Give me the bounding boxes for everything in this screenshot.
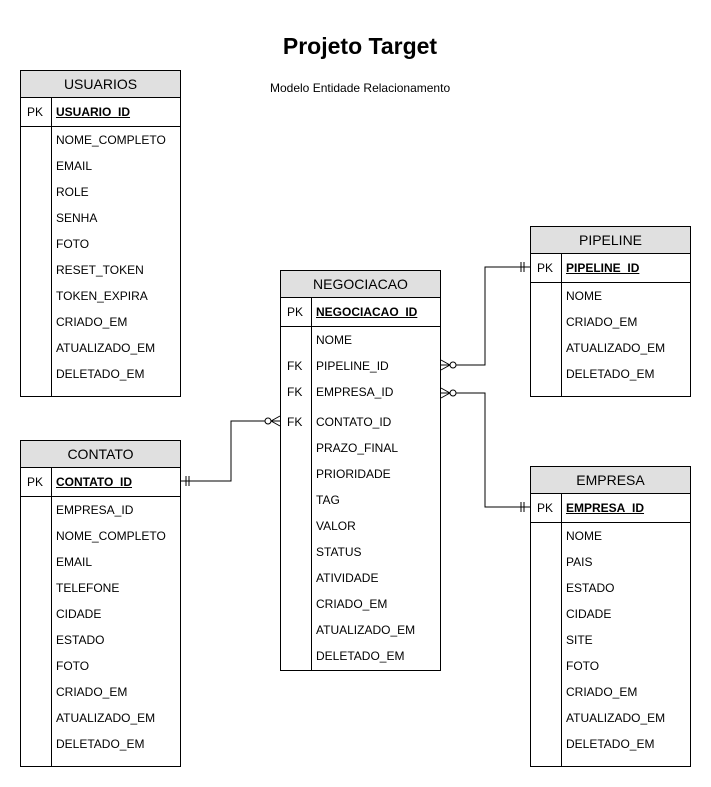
entity-field: CRIADO_EM	[316, 597, 388, 611]
entity-field: TAG	[316, 493, 340, 507]
entity-field: ATUALIZADO_EM	[56, 341, 156, 355]
relationship-negociacao-pipeline	[440, 262, 530, 371]
pk-field: NEGOCIACAO_ID	[316, 305, 418, 319]
entity-field: ESTADO	[566, 581, 615, 595]
entity-field: NOME	[316, 333, 352, 347]
entity-field: CONTATO_ID	[316, 415, 392, 429]
entity-field: CRIADO_EM	[56, 315, 128, 329]
entity-empresa[interactable]: EMPRESA PK EMPRESA_ID NOME PAIS ESTADO C…	[530, 466, 691, 767]
entity-field: FOTO	[56, 237, 90, 251]
entity-field: PAIS	[566, 555, 593, 569]
entity-negociacao[interactable]: NEGOCIACAO PK NEGOCIACAO_ID NOME FK PIPE…	[280, 270, 441, 671]
entity-field: CIDADE	[566, 607, 612, 621]
entity-field: CIDADE	[56, 607, 102, 621]
entity-header: EMPRESA	[531, 467, 690, 494]
key-column-divider	[561, 254, 562, 396]
entity-field: ATUALIZADO_EM	[566, 341, 666, 355]
pk-field: CONTATO_ID	[56, 475, 133, 489]
entity-pipeline[interactable]: PIPELINE PK PIPELINE_ID NOME CRIADO_EM A…	[530, 226, 691, 397]
entity-field: CRIADO_EM	[566, 315, 638, 329]
entity-field: DELETADO_EM	[566, 367, 655, 381]
entity-field: DELETADO_EM	[566, 737, 655, 751]
primary-key-row: PK NEGOCIACAO_ID	[281, 298, 440, 327]
entity-field: EMAIL	[56, 555, 93, 569]
entity-field: ROLE	[56, 185, 89, 199]
entity-header: USUARIOS	[21, 71, 180, 98]
entity-field: FOTO	[566, 659, 600, 673]
entity-field: DELETADO_EM	[316, 649, 405, 663]
primary-key-row: PK PIPELINE_ID	[531, 254, 690, 283]
key-column-divider	[561, 494, 562, 766]
entity-field: ATUALIZADO_EM	[316, 623, 416, 637]
entity-field: EMAIL	[56, 159, 93, 173]
entity-field: STATUS	[316, 545, 362, 559]
entity-field: NOME	[566, 289, 602, 303]
entity-field: CRIADO_EM	[566, 685, 638, 699]
key-column-divider	[51, 468, 52, 766]
pk-field: EMPRESA_ID	[566, 501, 645, 515]
entity-field: ESTADO	[56, 633, 105, 647]
entity-field: PIPELINE_ID	[316, 359, 389, 373]
diagram-title: Projeto Target	[282, 33, 438, 59]
relationship-contato-negociacao	[181, 415, 281, 486]
entity-field: ATUALIZADO_EM	[566, 711, 666, 725]
entity-field: DELETADO_EM	[56, 367, 145, 381]
primary-key-row: PK USUARIO_ID	[21, 98, 180, 127]
entity-field: PRIORIDADE	[316, 467, 391, 481]
entity-field: FOTO	[56, 659, 90, 673]
entity-field: ATIVIDADE	[316, 571, 379, 585]
fk-marker: FK	[287, 385, 303, 399]
pk-marker: PK	[537, 261, 554, 275]
entity-header: PIPELINE	[531, 227, 690, 254]
entity-field: SENHA	[56, 211, 98, 225]
entity-header: NEGOCIACAO	[281, 271, 440, 298]
entity-field: CRIADO_EM	[56, 685, 128, 699]
key-column-divider	[311, 298, 312, 670]
entity-field: PRAZO_FINAL	[316, 441, 399, 455]
entity-field: SITE	[566, 633, 593, 647]
fk-marker: FK	[287, 359, 303, 373]
entity-field: TOKEN_EXPIRA	[56, 289, 148, 303]
pk-marker: PK	[27, 105, 44, 119]
pk-field: USUARIO_ID	[56, 105, 131, 119]
primary-key-row: PK CONTATO_ID	[21, 468, 180, 497]
entity-field: EMPRESA_ID	[56, 503, 134, 517]
diagram-subtitle: Modelo Entidade Relacionamento	[270, 81, 451, 95]
key-column-divider	[51, 98, 52, 396]
entity-field: TELEFONE	[56, 581, 120, 595]
entity-usuarios[interactable]: USUARIOS PK USUARIO_ID NOME_COMPLETO EMA…	[20, 70, 181, 397]
entity-field: NOME_COMPLETO	[56, 133, 166, 147]
entity-field: NOME_COMPLETO	[56, 529, 166, 543]
entity-field: ATUALIZADO_EM	[56, 711, 156, 725]
relationship-negociacao-empresa	[440, 387, 530, 512]
entity-field: DELETADO_EM	[56, 737, 145, 751]
entity-field: NOME	[566, 529, 602, 543]
entity-header: CONTATO	[21, 441, 180, 468]
entity-contato[interactable]: CONTATO PK CONTATO_ID EMPRESA_ID NOME_CO…	[20, 440, 181, 767]
entity-field: RESET_TOKEN	[56, 263, 144, 277]
entity-field: EMPRESA_ID	[316, 385, 394, 399]
pk-marker: PK	[27, 475, 44, 489]
pk-marker: PK	[537, 501, 554, 515]
pk-field: PIPELINE_ID	[566, 261, 640, 275]
pk-marker: PK	[287, 305, 304, 319]
fk-marker: FK	[287, 415, 303, 429]
primary-key-row: PK EMPRESA_ID	[531, 494, 690, 523]
entity-field: VALOR	[316, 519, 356, 533]
